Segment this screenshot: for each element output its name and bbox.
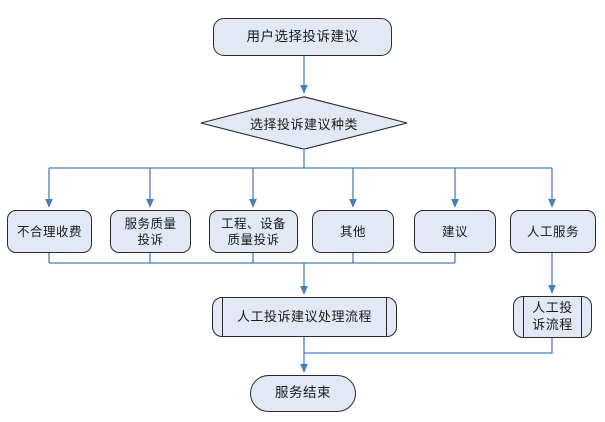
category-label-3: 其他 [339,223,366,239]
category-label-5: 人工服务 [526,223,579,239]
end-terminator-label: 服务结束 [275,385,331,401]
category-box-other[interactable]: 其他 [312,210,394,253]
predefined-bar-left-0 [222,298,223,336]
category-box-unreasonable-fee[interactable]: 不合理收费 [7,210,92,253]
category-box-engineering-equipment-quality[interactable]: 工程、设备 质量投诉 [209,210,298,253]
start-terminator[interactable]: 用户选择投诉建议 [213,18,392,56]
subprocess-label-1: 人工投 诉流程 [532,301,573,333]
category-label-4: 建议 [441,223,468,239]
predefined-bar-right-1 [581,297,582,337]
start-terminator-label: 用户选择投诉建议 [246,28,359,45]
predefined-bar-right-0 [386,298,387,336]
category-box-suggestion[interactable]: 建议 [414,210,496,253]
end-terminator[interactable]: 服务结束 [250,375,356,412]
decision-diamond[interactable]: 选择投诉建议种类 [200,96,408,150]
subprocess-manual-complaint-flow[interactable]: 人工投 诉流程 [513,296,592,338]
connector-subprocess-1-to-bottom-bus [304,338,553,354]
predefined-bar-left-1 [523,297,524,337]
category-label-2: 工程、设备 质量投诉 [220,215,286,247]
category-label-1: 服务质量 投诉 [124,215,177,247]
decision-diamond-label: 选择投诉建议种类 [249,117,358,133]
category-label-0: 不合理收费 [16,223,82,239]
subprocess-label-0: 人工投诉建议处理流程 [236,309,372,325]
decision-diamond-shape [200,96,408,150]
subprocess-manual-complaint-handling[interactable]: 人工投诉建议处理流程 [212,297,397,337]
category-box-service-quality[interactable]: 服务质量 投诉 [110,210,191,253]
category-box-manual-service[interactable]: 人工服务 [510,210,596,253]
